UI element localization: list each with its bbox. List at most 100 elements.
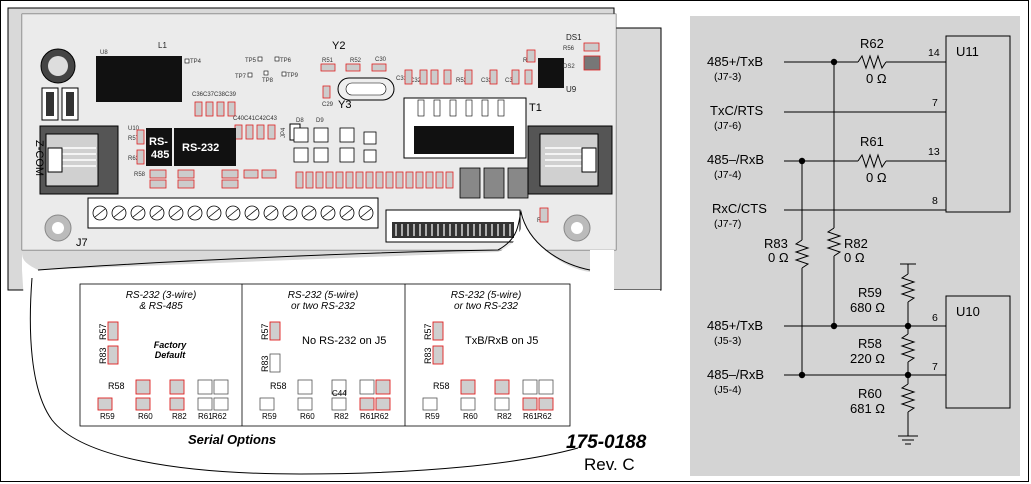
ref-jp4: JP4 [281,127,287,138]
ref-c29: C29 [322,102,334,108]
r60-value: 681 Ω [850,401,885,416]
u11-label: U11 [956,44,979,59]
r83-value: 0 Ω [768,250,789,265]
u11-pin-14: 14 [928,47,940,59]
ref-tp8: TP8 [262,78,274,84]
ref-d9: D9 [316,118,324,124]
label-r58: R58 [270,381,287,391]
signal-485p-j5-pin: (J5-3) [714,335,741,347]
pad-r83 [432,345,444,365]
revision: Rev. C [584,455,635,474]
chip-rs232-label: RS-232 [182,142,219,154]
pad-bottom [494,397,510,411]
label-r59: R59 [425,412,440,421]
pad-r83 [107,345,119,365]
label-r60: R60 [300,412,315,421]
pad-top [538,379,554,395]
label-r62: R62 [212,412,227,421]
ref-c40: C40 [233,116,245,122]
signal-rxc-cts: RxC/CTS [712,201,767,216]
r59-ref: R59 [858,285,882,300]
option-heading: & RS-485 [139,301,183,312]
pad-bottom [297,397,313,411]
option-heading: RS-232 (5-wire) [288,290,359,301]
signal-rxc-cts-pin: (J7-7) [714,218,741,230]
ref-r63: R63 [128,156,140,162]
ref-c32: C32 [410,78,422,84]
signal-485n-j5: 485–/RxB [707,367,764,382]
option-heading: or two RS-232 [291,301,355,312]
pad-bottom [259,397,275,411]
r61-ref: R61 [860,134,884,149]
pad-bottom [359,397,375,411]
pad-top [297,379,313,395]
ref-r57: R57 [128,136,140,142]
label-r58: R58 [433,381,450,391]
r62-ref: R62 [860,36,884,51]
ref-r51: R51 [322,58,334,64]
serial-options-title: Serial Options [188,432,276,447]
ref-l1: L1 [158,41,167,50]
ref-y2: Y2 [332,40,345,52]
ref-c33: C33 [481,78,493,84]
ref-c43: C43 [266,116,278,122]
label-r57: R57 [260,323,270,340]
u11-pin-7: 7 [932,97,938,109]
label-r61: R61 [360,412,375,421]
option-note: Factory [154,340,188,350]
pad-bottom [522,397,538,411]
ref-c37: C37 [203,92,215,98]
chip-u10 [945,295,1011,409]
label-r58: R58 [108,381,125,391]
pad-top [375,379,391,395]
option-heading: RS-232 (5-wire) [451,290,522,301]
pad-top [213,379,229,395]
option-note: Default [155,350,187,360]
label-r62: R62 [537,412,552,421]
ref-ds1: DS1 [566,33,582,42]
label-r57: R57 [423,323,433,340]
ref-u8: U8 [100,50,108,56]
r59-value: 680 Ω [850,300,885,315]
pad-bottom [135,397,151,411]
r58-ref: R58 [858,336,882,351]
r83-ref: R83 [764,236,788,251]
label-r57: R57 [98,323,108,340]
pad-top [522,379,538,395]
label-r60: R60 [463,412,478,421]
ref-u9: U9 [566,85,577,94]
ref-r58: R58 [134,172,146,178]
pad-top [169,379,185,395]
signal-485n-j7-pin: (J7-4) [714,169,741,181]
chip-rs485 [146,128,172,166]
ref-c36: C36 [192,92,204,98]
ref-c41: C41 [244,116,256,122]
serial-schematic: U11 U10 [690,16,1020,476]
ref-c39: C39 [225,92,237,98]
option-note: TxB/RxB on J5 [465,335,538,347]
r61-value: 0 Ω [866,170,887,185]
ref-u10: U10 [128,126,140,132]
r82-ref: R82 [844,236,868,251]
pad-top [359,379,375,395]
ref-c30: C30 [375,57,387,63]
r58-value: 220 Ω [850,351,885,366]
pad-bottom [331,397,347,411]
ref-tp4: TP4 [190,59,202,65]
label-r83: R83 [423,347,433,364]
pad-bottom [169,397,185,411]
ref-ds2: DS2 [563,64,575,70]
signal-485n-j5-pin: (J5-4) [714,384,741,396]
u11-pin-8: 8 [932,195,938,207]
label-r82: R82 [172,412,187,421]
chip-rs485-label: RS-485 [149,136,169,161]
chip-rs232 [174,128,236,166]
ref-r56: R56 [563,46,575,52]
ref-tp6: TP6 [280,58,292,64]
ref-d8: D8 [296,118,304,124]
board-illustration: U8 L1 TP4 TP5 TP6 TP7 TP8 TP9 Y2 Y3 R51 … [7,7,662,475]
ref-c38: C38 [214,92,226,98]
signal-txc-rts: TxC/RTS [710,103,764,118]
